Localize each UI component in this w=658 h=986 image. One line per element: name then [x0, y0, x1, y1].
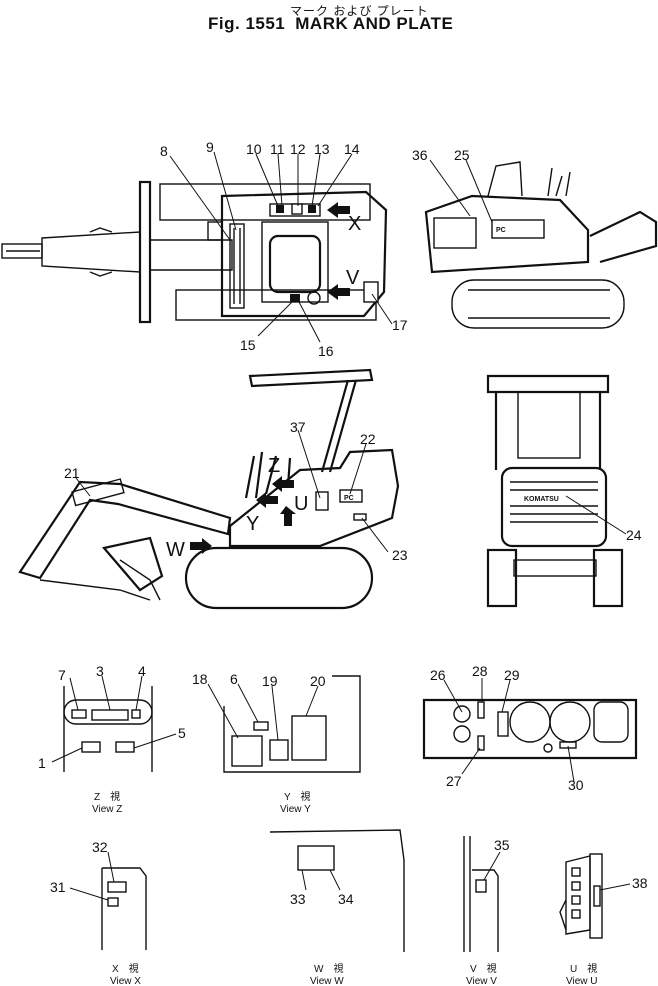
caption-w-jp: W 視 — [314, 962, 343, 975]
callout-36: 36 — [412, 147, 428, 163]
rear-view-excavator: KOMATSU — [486, 374, 624, 608]
view-letter-v: V — [346, 267, 360, 289]
callout-31: 31 — [50, 879, 66, 895]
callout-33: 33 — [290, 891, 306, 907]
callout-16: 16 — [318, 343, 334, 359]
callout-35: 35 — [494, 837, 510, 853]
callout-19: 19 — [262, 673, 278, 689]
view-letter-u: U — [294, 493, 308, 515]
brand-plate-text: KOMATSU — [524, 496, 559, 503]
callout-23: 23 — [392, 547, 408, 563]
callout-34: 34 — [338, 891, 354, 907]
callout-6: 6 — [230, 671, 238, 687]
top-view-excavator: X V — [1, 180, 388, 324]
callout-12: 12 — [290, 141, 306, 157]
callout-30: 30 — [568, 777, 584, 793]
callout-32: 32 — [92, 839, 108, 855]
callout-9: 9 — [206, 139, 214, 155]
caption-u-en: View U — [566, 976, 598, 986]
callout-18: 18 — [192, 671, 208, 687]
callout-29: 29 — [504, 667, 520, 683]
dashboard-panel — [422, 698, 638, 760]
callout-11: 11 — [270, 141, 285, 157]
view-captions: Z 視 View Z Y 視 View Y X 視 View X W 視 Vie… — [92, 790, 598, 986]
svg-text:PC: PC — [496, 227, 506, 234]
callout-numbers: 8 9 10 11 12 13 14 15 16 17 36 25 37 22 … — [38, 139, 648, 907]
view-letter-z: Z — [268, 455, 280, 477]
callout-22: 22 — [360, 431, 376, 447]
svg-text:PC: PC — [344, 495, 354, 502]
side-view-excavator: Z U Y W PC — [18, 368, 400, 610]
callout-27: 27 — [446, 773, 462, 789]
caption-x-jp: X 視 — [112, 962, 139, 975]
callout-13: 13 — [314, 141, 330, 157]
callout-8: 8 — [160, 143, 168, 159]
figure-number: Fig. 1551 — [208, 14, 286, 33]
caption-z-en: View Z — [92, 804, 122, 815]
callout-10: 10 — [246, 141, 262, 157]
rear-perspective-excavator: PC — [424, 161, 658, 329]
callout-21: 21 — [64, 465, 80, 481]
view-u-panel — [559, 853, 603, 939]
callout-4: 4 — [138, 663, 146, 679]
callout-3: 3 — [96, 663, 104, 679]
callout-38: 38 — [632, 875, 648, 891]
caption-x-en: View X — [110, 976, 141, 986]
callout-20: 20 — [310, 673, 326, 689]
callout-28: 28 — [472, 663, 488, 679]
view-letter-x: X — [348, 213, 361, 235]
view-v-panel — [463, 836, 499, 952]
view-letter-y: Y — [246, 513, 259, 535]
callout-24: 24 — [626, 527, 642, 543]
callout-7: 7 — [58, 667, 66, 683]
callout-1: 1 — [38, 755, 46, 771]
caption-y-jp: Y 視 — [284, 790, 311, 803]
caption-y-en: View Y — [280, 804, 311, 815]
callout-25: 25 — [454, 147, 470, 163]
callout-14: 14 — [344, 141, 360, 157]
caption-u-jp: U 視 — [570, 962, 597, 975]
leader-lines — [51, 151, 631, 901]
title-japanese: マーク および プレート — [290, 4, 429, 18]
figure-name: MARK AND PLATE — [295, 14, 454, 33]
view-w-panel — [269, 829, 405, 952]
caption-v-en: View V — [466, 976, 497, 986]
callout-5: 5 — [178, 725, 186, 741]
view-x-panel — [101, 867, 147, 950]
caption-z-jp: Z 視 — [94, 790, 120, 803]
callout-37: 37 — [290, 419, 306, 435]
caption-w-en: View W — [310, 976, 344, 986]
callout-17: 17 — [392, 317, 408, 333]
callout-26: 26 — [430, 667, 446, 683]
view-z-panel — [63, 686, 153, 772]
view-letter-w: W — [166, 539, 185, 561]
view-y-panel — [223, 675, 361, 773]
callout-15: 15 — [240, 337, 256, 353]
caption-v-jp: V 視 — [470, 962, 497, 975]
figure-title: Fig. 1551 MARK AND PLATE — [208, 14, 463, 34]
